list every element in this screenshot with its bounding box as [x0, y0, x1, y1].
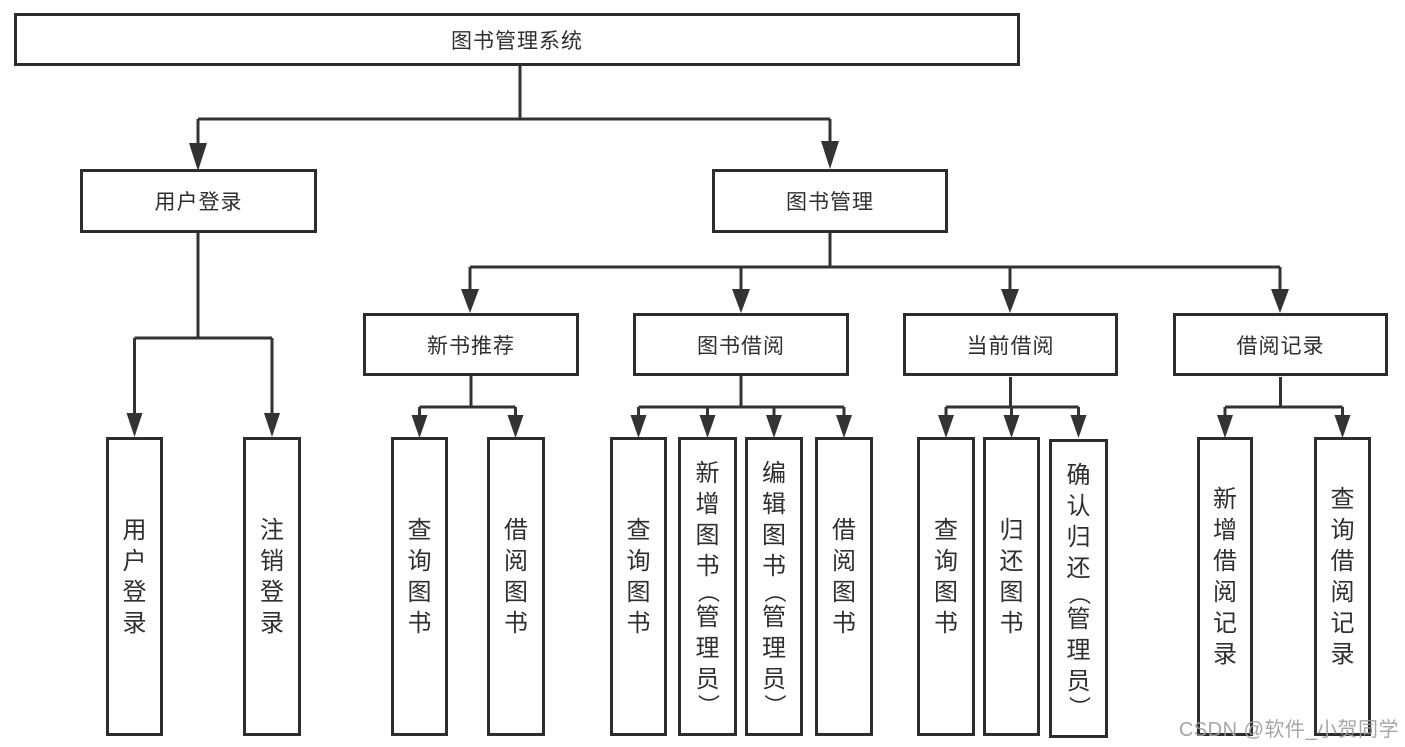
leaf-borrow-books-2: 借阅图书	[815, 437, 873, 736]
leaf-add-borrow-record: 新增借阅记录	[1197, 437, 1253, 736]
leaf-query-borrow-record: 查询借阅记录	[1314, 437, 1371, 736]
node-book-mgmt-label: 图书管理	[786, 191, 874, 214]
arrowhead	[1334, 415, 1351, 438]
arrowhead	[836, 415, 852, 438]
leaf-query-books-1: 查询图书	[391, 437, 448, 736]
node-user-login: 用户登录	[80, 169, 317, 233]
connector-book-borrow-split	[630, 375, 852, 438]
node-current-borrow: 当前借阅	[903, 313, 1118, 376]
node-user-login-label: 用户登录	[154, 191, 243, 214]
arrowhead	[126, 413, 143, 437]
leaf-label: 借阅图书	[504, 516, 528, 637]
leaf-label: 新增图书（管理员）	[695, 460, 721, 716]
arrowhead	[264, 413, 280, 437]
arrowhead	[1217, 415, 1233, 438]
arrowhead	[821, 141, 839, 169]
leaf-return-books: 归还图书	[983, 437, 1040, 736]
leaf-label: 新增借阅记录	[1213, 485, 1237, 668]
leaf-user-login: 用户登录	[106, 437, 163, 736]
arrowhead	[938, 415, 954, 438]
leaf-label: 查询图书	[934, 516, 958, 637]
leaf-query-books-3: 查询图书	[917, 437, 975, 736]
node-book-borrow: 图书借阅	[633, 313, 849, 376]
leaf-label: 编辑图书（管理员）	[762, 460, 787, 716]
node-new-book-rec: 新书推荐	[363, 313, 579, 376]
leaf-edit-books-admin: 编辑图书（管理员）	[745, 437, 803, 736]
leaf-label: 查询借阅记录	[1330, 485, 1355, 668]
leaf-label: 注销登录	[260, 516, 284, 637]
leaf-label: 用户登录	[122, 516, 147, 637]
arrowhead	[411, 415, 428, 438]
arrowhead	[507, 415, 524, 438]
connector-borrow-record-split	[1217, 377, 1351, 438]
leaf-logout: 注销登录	[243, 437, 301, 736]
connector-current-borrow-split	[938, 377, 1087, 438]
arrowhead	[1001, 289, 1019, 313]
leaf-add-books-admin: 新增图书（管理员）	[678, 437, 737, 736]
arrowhead	[461, 289, 479, 313]
leaf-label: 借阅图书	[832, 516, 856, 637]
arrowhead	[630, 415, 647, 438]
connector-book-mgmt-split	[461, 233, 1289, 313]
leaf-label: 查询图书	[626, 516, 651, 637]
arrowhead	[699, 415, 716, 438]
connector-root-split	[189, 66, 839, 171]
leaf-confirm-return-admin: 确认归还（管理员）	[1049, 439, 1108, 738]
watermark: CSDN @软件_小贺同学	[1178, 719, 1399, 741]
node-root-label: 图书管理系统	[451, 29, 583, 53]
node-root: 图书管理系统	[14, 13, 1020, 66]
leaf-query-books-2: 查询图书	[610, 437, 667, 736]
node-new-book-rec-label: 新书推荐	[427, 334, 515, 358]
leaf-label: 查询图书	[407, 516, 432, 637]
leaf-label: 归还图书	[999, 516, 1024, 637]
arrowhead	[1070, 415, 1087, 438]
leaf-label: 确认归还（管理员）	[1066, 462, 1092, 718]
arrowhead	[766, 415, 782, 438]
connector-user-login-split	[126, 233, 280, 437]
node-borrow-record: 借阅记录	[1173, 313, 1388, 376]
arrowhead	[732, 289, 750, 313]
arrowhead	[1003, 415, 1020, 438]
connector-new-book-split	[411, 376, 524, 438]
arrowhead	[1271, 289, 1289, 313]
node-book-mgmt: 图书管理	[712, 169, 948, 233]
arrowhead	[189, 143, 207, 171]
node-current-borrow-label: 当前借阅	[966, 334, 1055, 358]
node-borrow-record-label: 借阅记录	[1236, 334, 1325, 358]
leaf-borrow-books-1: 借阅图书	[487, 437, 545, 736]
node-book-borrow-label: 图书借阅	[697, 334, 785, 358]
